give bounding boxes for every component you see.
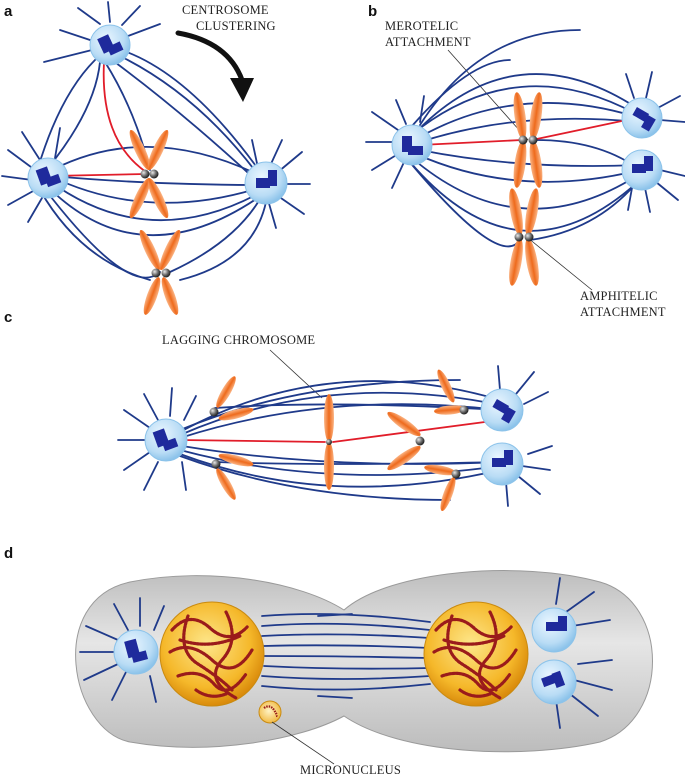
astral-rays-c [117,365,553,507]
merotelic-leader [447,49,529,141]
chromosome-icon [424,464,461,511]
kinetochore-icon [514,232,524,242]
micronucleus-label: MICRONUCLEUS [300,763,401,776]
panel-d: d [4,545,653,776]
kinetochore-icon [415,436,425,446]
kinetochore-icon [524,232,534,242]
centrosome-icon [391,124,433,166]
chromosome-icon [139,229,181,315]
merotelic-label-2: ATTACHMENT [385,35,471,49]
centrosome-clustering-label-1: CENTROSOME [182,3,269,17]
centrosome-icon [531,659,577,705]
kinetochore-icon [459,405,469,415]
panel-letter-b: b [368,3,377,20]
kinetochore-icon [326,439,332,445]
lagging-chromosome-label: LAGGING CHROMOSOME [162,333,315,347]
clustering-arrow [175,30,245,83]
merotelic-fiber-a1 [102,61,147,173]
centrosome-icon [531,607,577,653]
spindle-fibers-a [37,47,269,281]
nucleus-icon [423,601,529,707]
panel-letter-c: c [4,309,12,326]
astral-rays-d [79,577,613,729]
kinetochore-icon [528,135,538,145]
micronucleus-icon [258,700,282,724]
chromosome-icon [513,92,543,188]
spindle-fibers-d [261,613,431,699]
chromosome-icon [129,129,169,219]
merotelic-fiber-b2 [531,117,637,141]
kinetochore-icon [211,459,221,469]
astral-rays-b [365,71,685,213]
merotelic-label-1: MEROTELIC [385,19,458,33]
lagging-chromosome [324,394,334,490]
centrosome-clustering-label-2: CLUSTERING [196,19,276,33]
kinetochore-icon [161,268,171,278]
centrosome-icon [244,161,288,205]
lagging-fiber-left [179,439,326,443]
micronucleus-leader [271,721,335,765]
amphitelic-leader [527,237,593,291]
centrosome-icon [480,388,524,432]
chromosome-icon [209,376,254,421]
panel-a: a CENTROSOME CLUSTERING [1,1,311,315]
centrosome-icon [89,24,131,66]
kinetochore-icon [451,469,461,479]
kinetochore-icon [209,407,219,417]
chromosome-icon [509,188,539,286]
nucleus-icon [159,601,265,707]
amphitelic-label-1: AMPHITELIC [580,289,658,303]
kinetochore-icon [149,169,159,179]
kinetochore-icon [140,169,150,179]
amphitelic-label-2: ATTACHMENT [580,305,666,319]
clustering-arrowhead [230,78,254,102]
centrosome-icon [144,418,188,462]
chromosome-icon [211,453,254,500]
kinetochore-icon [518,135,528,145]
centrosome-icon [480,442,524,486]
panel-letter-d: d [4,545,13,562]
lagging-leader [269,349,323,399]
centrosome-icon [27,157,69,199]
panel-letter-a: a [4,3,13,20]
merotelic-fiber-b1 [419,139,523,146]
centrosome-icon [113,629,159,675]
chromosome-icon [387,411,425,471]
chromosome-icon [434,369,469,415]
centrosome-icon [621,97,663,139]
panel-c: c LAGGING CHROMOSOME [4,309,553,511]
panel-b: b MEROTELIC ATTACHMENT AMPHITELIC ATTACH… [365,3,685,319]
centrosome-icon [621,149,663,191]
kinetochore-icon [151,268,161,278]
